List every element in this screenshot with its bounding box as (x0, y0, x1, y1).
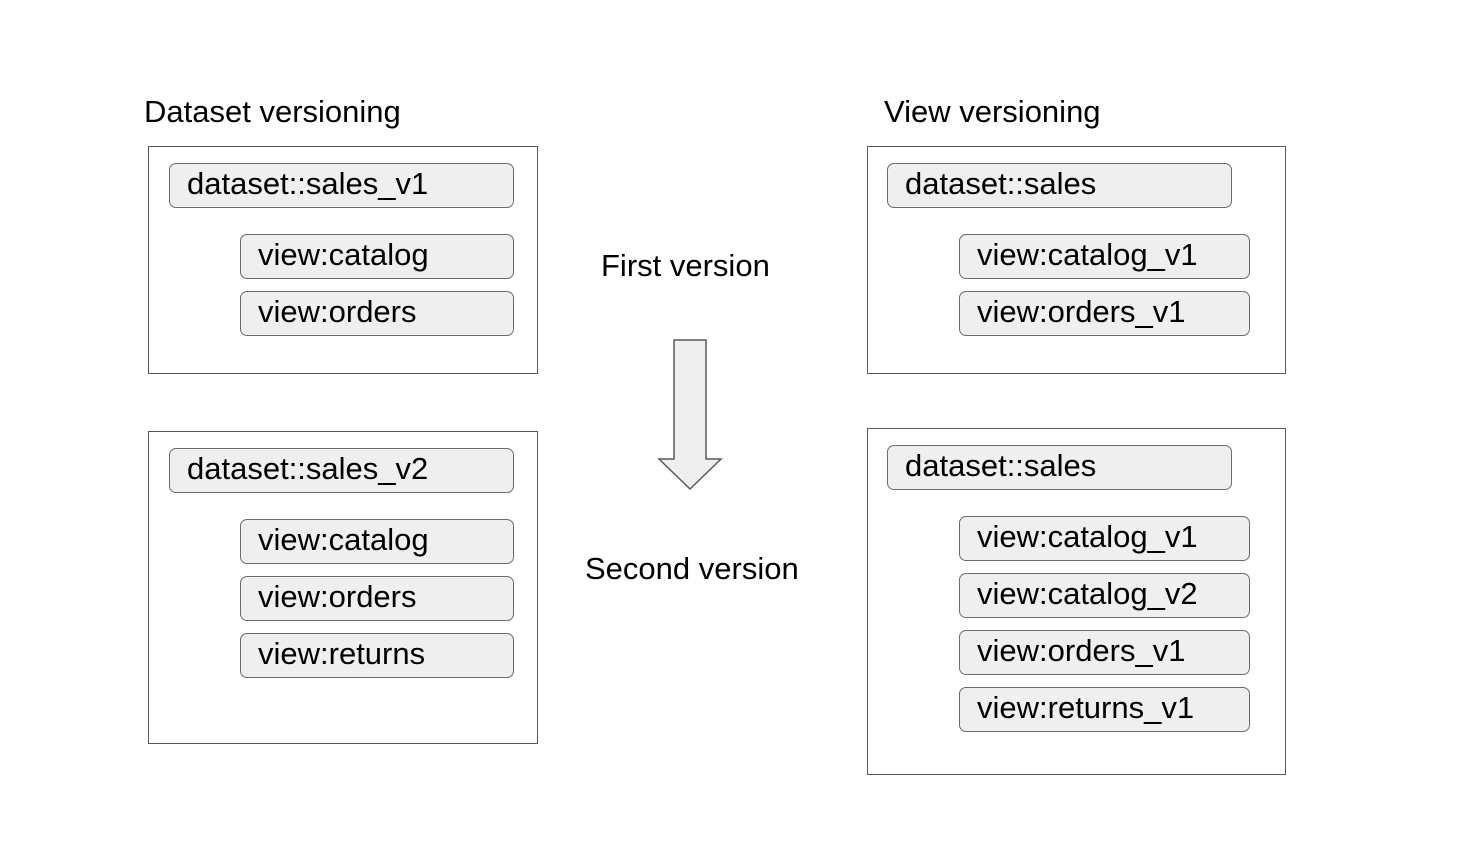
view-node: view:returns (240, 633, 514, 678)
second-version-label: Second version (585, 551, 799, 586)
view-node: view:orders (240, 576, 514, 621)
view-node: view:returns_v1 (959, 687, 1250, 732)
view-node: view:catalog (240, 519, 514, 564)
dataset-node: dataset::sales (887, 163, 1232, 208)
view-node: view:catalog_v1 (959, 516, 1250, 561)
view-node: view:catalog_v1 (959, 234, 1250, 279)
view-versioning-heading: View versioning (884, 94, 1101, 129)
down-arrow-shape (657, 339, 723, 491)
view-node: view:catalog (240, 234, 514, 279)
view-node: view:catalog_v2 (959, 573, 1250, 618)
view-node: view:orders (240, 291, 514, 336)
down-arrow-icon (657, 339, 723, 491)
dataset-node: dataset::sales (887, 445, 1232, 490)
dataset-versioning-heading: Dataset versioning (144, 94, 401, 129)
dataset-node: dataset::sales_v1 (169, 163, 514, 208)
dataset-node: dataset::sales_v2 (169, 448, 514, 493)
first-version-label: First version (601, 248, 770, 283)
view-node: view:orders_v1 (959, 291, 1250, 336)
view-node: view:orders_v1 (959, 630, 1250, 675)
